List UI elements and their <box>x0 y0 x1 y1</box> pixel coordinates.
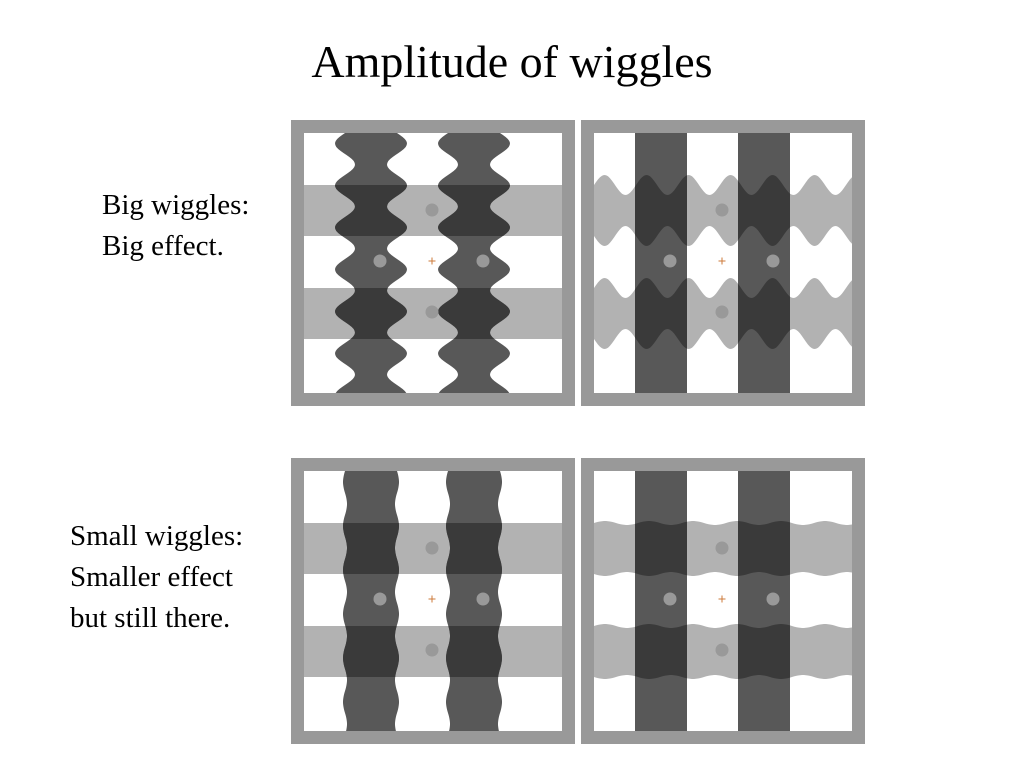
grey-dot <box>766 592 780 606</box>
wiggly-vertical-bar <box>343 471 399 731</box>
overlap-region <box>335 288 407 339</box>
overlap-region <box>438 185 510 236</box>
wiggly-vertical-bar <box>446 471 502 731</box>
overlap-region <box>738 624 790 679</box>
fixation-cross <box>718 595 726 603</box>
overlap-region <box>446 523 502 574</box>
overlap-region <box>738 175 790 246</box>
big-wiggle-vertical-panel <box>291 120 575 406</box>
panel-background <box>304 471 562 731</box>
straight-vertical-bar <box>738 133 790 393</box>
overlap-region <box>738 278 790 349</box>
panel-background <box>594 471 852 731</box>
small-wiggles-label-line-3: but still there. <box>70 602 231 634</box>
overlap-region <box>335 185 407 236</box>
big-wiggles-label: Big wiggles: Big effect. <box>102 185 249 267</box>
straight-vertical-bar <box>635 133 687 393</box>
small-wiggles-label-line-1: Small wiggles: <box>70 520 244 552</box>
small-wiggle-vertical-panel <box>291 458 575 744</box>
overlap-region <box>438 288 510 339</box>
fixation-cross <box>428 257 436 265</box>
overlap-region <box>343 626 399 677</box>
straight-vertical-bar <box>738 471 790 731</box>
grey-dot <box>425 643 439 657</box>
grey-dot <box>715 643 729 657</box>
small-wiggles-label: Small wiggles: Smaller effect but still … <box>70 516 243 639</box>
grey-dot <box>425 203 439 217</box>
grey-dot <box>715 541 729 555</box>
overlap-region <box>446 626 502 677</box>
overlap-region <box>738 521 790 576</box>
slide-title: Amplitude of wiggles <box>311 36 713 87</box>
grey-dot <box>425 541 439 555</box>
panel-background <box>594 133 852 393</box>
straight-vertical-bar <box>635 471 687 731</box>
small-wiggle-horizontal-panel <box>581 458 865 744</box>
overlap-region <box>635 521 687 576</box>
grey-dot <box>715 305 729 319</box>
grey-dot <box>663 592 677 606</box>
fixation-cross <box>718 257 726 265</box>
big-wiggle-horizontal-panel <box>581 120 865 406</box>
grey-dot <box>373 592 387 606</box>
grey-dot <box>766 254 780 268</box>
overlap-region <box>635 624 687 679</box>
grey-dot <box>663 254 677 268</box>
grey-dot <box>715 203 729 217</box>
overlap-region <box>635 278 687 349</box>
overlap-region <box>343 523 399 574</box>
overlap-region <box>635 175 687 246</box>
fixation-cross <box>428 595 436 603</box>
big-wiggles-label-line-1: Big wiggles: <box>102 189 250 221</box>
grey-dot <box>373 254 387 268</box>
small-wiggles-label-line-2: Smaller effect <box>70 561 233 593</box>
grey-dot <box>476 254 490 268</box>
grey-dot <box>425 305 439 319</box>
big-wiggles-label-line-2: Big effect. <box>102 230 224 262</box>
grey-dot <box>476 592 490 606</box>
